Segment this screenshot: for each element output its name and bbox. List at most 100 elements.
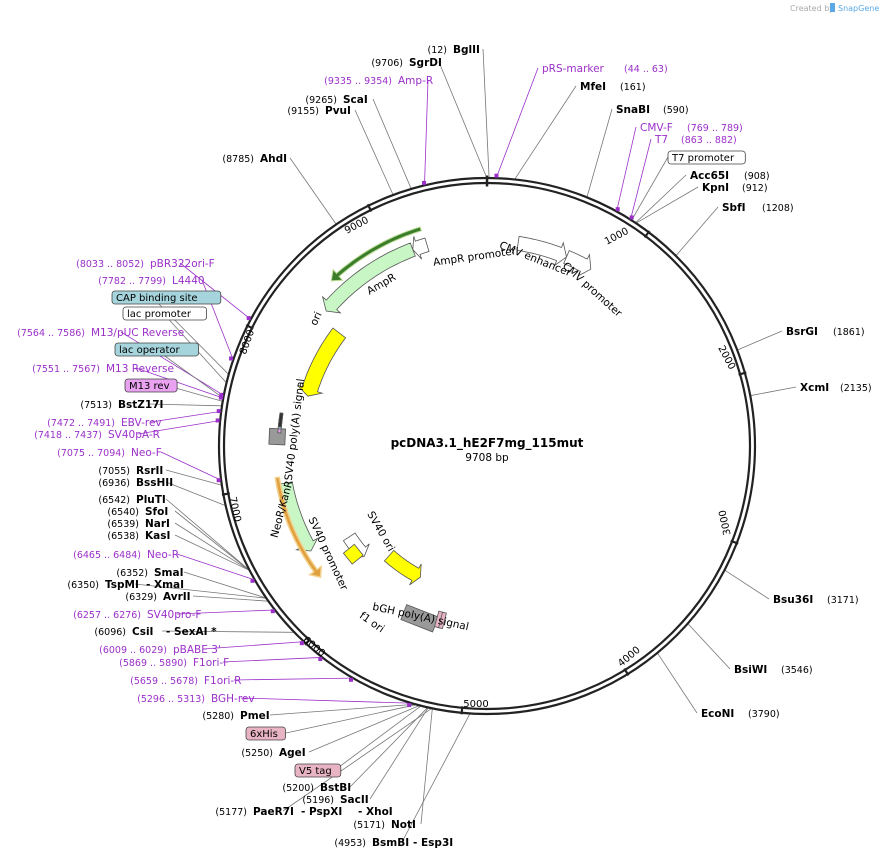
site-bsmbi[interactable]: (4953) BsmBI - Esp3I — [334, 837, 453, 849]
feature-cmv-promoter[interactable] — [563, 250, 592, 277]
plasmid-length: 9708 bp — [465, 452, 509, 464]
site-name-scai: ScaI — [343, 94, 368, 106]
site-ebv-rev[interactable]: (7472 .. 7491)EBV-rev — [47, 409, 221, 429]
site-sv40pa-r[interactable]: (7418 .. 7437)SV40pA-R — [34, 418, 220, 441]
site-paer7i[interactable]: (5177)PaeR7I- PspXI- XhoI — [215, 806, 392, 818]
site-pbabe-3[interactable]: (6009 .. 6029)pBABE 3' — [99, 641, 304, 656]
site-pos-bsmbi: (4953) — [334, 838, 366, 849]
site-ahdi[interactable]: (8785)AhdI — [222, 153, 287, 165]
site-cmv-f[interactable]: CMV-F(769 .. 789) — [615, 122, 743, 212]
site-pmei[interactable]: (5280)PmeI — [202, 710, 269, 722]
leader-agei — [308, 705, 420, 753]
site-t7[interactable]: T7(863 .. 882) — [629, 134, 737, 220]
leader-kasi — [174, 534, 250, 571]
site-rsrii[interactable]: (7055)RsrII — [98, 465, 163, 477]
feature-ori[interactable] — [297, 327, 347, 397]
site-bsiwi[interactable]: BsiWI(3546) — [734, 664, 813, 676]
site-name-bsu36i: Bsu36I — [773, 594, 813, 606]
site-amp-r[interactable]: (9335 .. 9354)Amp-R — [324, 75, 433, 185]
feature-lac-promoter-box[interactable] — [277, 412, 284, 428]
site-bstbi[interactable]: (5200)BstBI — [282, 782, 351, 794]
feature-label-sv40-ori: SV40 ori — [364, 509, 397, 553]
leader-noti — [420, 708, 433, 825]
feature-f1-ori[interactable] — [383, 549, 422, 586]
site-kpni[interactable]: KpnI(912) — [702, 182, 768, 194]
site-xcmi[interactable]: XcmI(2135) — [800, 382, 872, 394]
site-avrii[interactable]: (6329)AvrII — [125, 591, 190, 603]
site-name-paer7i: PaeR7I — [253, 806, 294, 818]
site-econi[interactable]: EcoNI(3790) — [701, 708, 780, 720]
site-pluti[interactable]: (6542)PluTI — [98, 494, 165, 506]
site-sbfi[interactable]: SbfI(1208) — [722, 202, 794, 214]
site-bsrgi[interactable]: BsrGI(1861) — [786, 326, 865, 338]
site-name-bsiwi: BsiWI — [734, 664, 767, 676]
site-pos-pluti: (6542) — [98, 495, 130, 506]
site-pos-sbfi: (1208) — [762, 203, 794, 214]
site-neo-f[interactable]: (7075 .. 7094)Neo-F — [57, 447, 221, 483]
site-name-cmv-f: CMV-F — [640, 122, 673, 134]
site-bgh-rev[interactable]: (5296 .. 5313)BGH-rev — [137, 693, 412, 708]
site-m13-puc-reverse[interactable]: (7564 .. 7586)M13/pUC Reverse — [17, 327, 224, 397]
feature-ampr-promoter[interactable] — [412, 236, 430, 260]
site-neo-r[interactable]: (6465 .. 6484)Neo-R — [73, 549, 255, 583]
leader-nari — [174, 522, 250, 571]
site-pair-bsmbi: - Esp3I — [413, 837, 453, 849]
site-pos-prs-marker: (44 .. 63) — [624, 64, 668, 75]
site-kasi[interactable]: (6538)KasI — [107, 530, 170, 542]
site-name-bsmbi: BsmBI — [372, 837, 409, 849]
feature-cmv-enhancer[interactable] — [516, 235, 567, 267]
site-agei[interactable]: (5250) AgeI — [241, 747, 305, 759]
site-m13-reverse[interactable]: (7551 .. 7567)M13 Reverse — [32, 363, 223, 400]
site-mfei[interactable]: MfeI(161) — [580, 81, 646, 93]
site-snabi[interactable]: SnaBI(590) — [616, 104, 689, 116]
leader-m13-reverse — [135, 367, 223, 399]
site-lac-promoter[interactable]: lac promoter — [122, 306, 207, 321]
leader-neo-r — [176, 553, 255, 581]
site-f1ori-f[interactable]: (5869 .. 5890)F1ori-F — [119, 657, 323, 669]
site-pos-pmei: (5280) — [202, 711, 234, 722]
credit-prefix: Created by — [790, 4, 834, 13]
site-name-mfei: MfeI — [580, 81, 606, 93]
site-pos-xcmi: (2135) — [840, 383, 872, 394]
site-l4440[interactable]: (7782 .. 7799)L4440 — [98, 275, 234, 361]
site-pos-agei: (5250) — [241, 748, 273, 759]
site-pair-csii: - SexAI * — [166, 626, 217, 638]
site-f1ori-r[interactable]: (5659 .. 5678)F1ori-R — [130, 675, 353, 687]
site-cap-binding-site[interactable]: CAP binding site — [111, 290, 222, 305]
site-scai[interactable]: (9265)ScaI — [305, 94, 367, 106]
site-pos-sv40pro-f: (6257 .. 6276) — [73, 610, 141, 621]
site-sgrdi[interactable]: (9706)SgrDI — [371, 57, 441, 69]
feature-sv40-poly-a-signal[interactable] — [268, 427, 286, 446]
site-bsshii[interactable]: (6936)BssHII — [98, 477, 173, 489]
site-noti[interactable]: (5171)NotI — [353, 819, 416, 831]
site-name-csii: CsiI — [132, 626, 153, 638]
feature-sv40-ori[interactable] — [342, 543, 364, 565]
site-bstz17i[interactable]: (7513)BstZ17I — [80, 399, 163, 411]
leader-bsu36i — [724, 570, 770, 600]
site-sacii[interactable]: (5196)SacII — [302, 794, 368, 806]
site-smai[interactable]: (6352)SmaI — [116, 567, 183, 579]
tick-mark-6000 — [304, 638, 312, 646]
site-acc65i[interactable]: Acc65I(908) — [690, 170, 770, 182]
site-6xhis[interactable]: 6xHis — [245, 726, 286, 741]
site-pvui[interactable]: (9155)PvuI — [287, 105, 351, 117]
site-t7-promoter[interactable]: T7 promoter — [667, 150, 746, 165]
site-m13-rev[interactable]: M13 rev — [124, 378, 178, 393]
site-bsu36i[interactable]: Bsu36I(3171) — [773, 594, 859, 606]
site-prs-marker[interactable]: pRS-marker(44 .. 63) — [494, 63, 668, 178]
site-v5-tag[interactable]: V5 tag — [294, 763, 342, 778]
site-sv40pro-f[interactable]: (6257 .. 6276)SV40pro-F — [73, 609, 275, 621]
site-sfoi[interactable]: (6540)SfoI — [107, 506, 168, 518]
leader-pmei — [269, 703, 414, 716]
feature-ampr[interactable] — [321, 242, 416, 314]
site-name-agei: AgeI — [279, 747, 306, 759]
site-csii[interactable]: (6096)CsiI- SexAI * — [94, 626, 217, 638]
feature-v5-tag-box[interactable] — [438, 611, 447, 630]
leader-lac-operator — [154, 348, 224, 399]
site-nari[interactable]: (6539)NarI — [107, 518, 170, 530]
site-pbr322ori-f[interactable]: (8033 .. 8052)pBR322ori-F — [76, 258, 251, 321]
site-bglii[interactable]: (12)BglII — [427, 44, 479, 56]
site-lac-operator[interactable]: lac operator — [114, 342, 199, 357]
site-tspmi[interactable]: (6350)TspMI- XmaI — [67, 579, 184, 591]
tick-mark-2000 — [738, 371, 747, 376]
